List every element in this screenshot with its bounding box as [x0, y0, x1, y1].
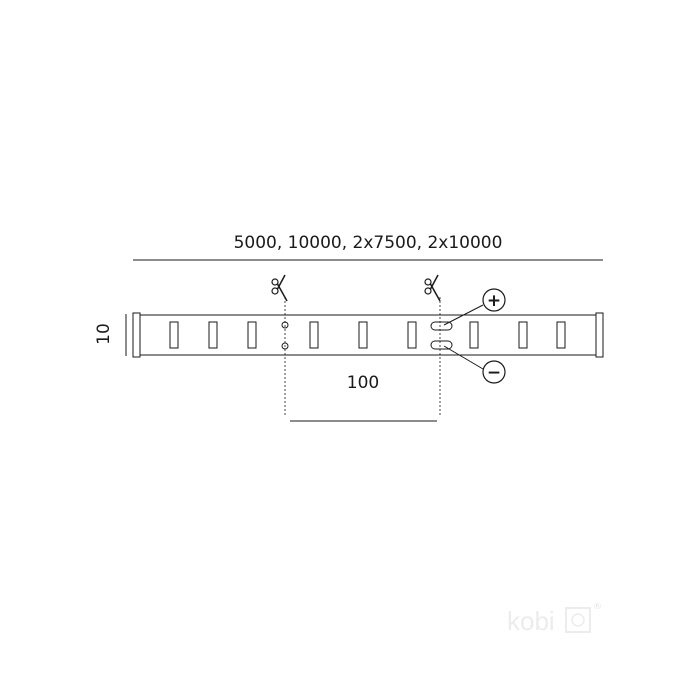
- minus-icon: [482, 360, 506, 384]
- led-chip: [407, 321, 417, 349]
- length-dimension-label: 5000, 10000, 2x7500, 2x10000: [234, 233, 503, 253]
- brand-logo-icon: [565, 607, 591, 633]
- led-chip: [208, 321, 218, 349]
- strip-body: [139, 314, 597, 356]
- positive-symbol: +: [487, 291, 501, 311]
- registered-mark: ®: [593, 602, 602, 612]
- plus-icon: [482, 288, 506, 312]
- led-chip: [518, 321, 528, 349]
- brand-logo-text: kobi: [507, 606, 555, 636]
- led-chip: [358, 321, 368, 349]
- led-chip: [309, 321, 319, 349]
- positive-callout: +: [443, 288, 506, 326]
- cut-interval-label: 100: [347, 373, 379, 393]
- negative-callout: −: [443, 345, 506, 384]
- led-chip: [169, 321, 179, 349]
- strip-end-cap-left: [132, 312, 141, 358]
- brand-watermark: kobi ®: [507, 602, 602, 636]
- led-chip: [247, 321, 257, 349]
- solder-pad-negative: [430, 340, 453, 350]
- led-chip: [469, 321, 479, 349]
- width-dimension-label: 10: [94, 323, 114, 345]
- scissors-icon: [271, 274, 288, 302]
- negative-symbol: −: [487, 363, 501, 383]
- scissors-icon: [424, 274, 441, 302]
- strip-end-cap-right: [595, 312, 604, 358]
- led-strip: [132, 312, 604, 358]
- led-chip: [556, 321, 566, 349]
- solder-pad-positive: [430, 321, 453, 331]
